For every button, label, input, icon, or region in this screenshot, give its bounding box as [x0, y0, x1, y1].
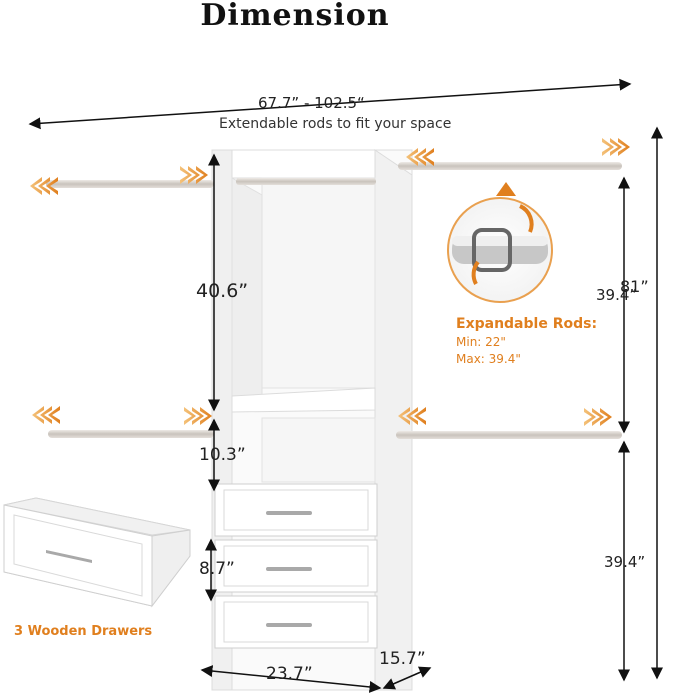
expandable-rods-title: Expandable Rods: — [456, 316, 598, 332]
depth-label: 15.7” — [379, 649, 426, 669]
rod-upper-left — [46, 180, 214, 188]
drawer-3 — [214, 595, 378, 649]
width-label: 23.7” — [266, 664, 313, 684]
drawer-height-label: 8.7” — [199, 559, 235, 579]
page-title: Dimension — [200, 0, 390, 33]
rotate-icon — [519, 204, 534, 233]
drawer-1 — [214, 483, 378, 537]
rod-lower-left — [48, 430, 214, 438]
upper-rod-height-label: 39.4” — [596, 286, 638, 304]
total-height-label: 81” — [620, 277, 649, 296]
rod-detail-circle — [447, 182, 553, 303]
rod-lower-right — [396, 431, 622, 439]
overall-subtitle: Extendable rods to fit your space — [219, 116, 452, 132]
lower-rod-height-label: 39.4” — [604, 553, 646, 571]
width-arrow — [200, 665, 382, 693]
loose-drawer — [3, 497, 191, 608]
drawer-2 — [214, 539, 378, 593]
drawer-handle — [266, 511, 312, 515]
upper-section-label: 40.6” — [196, 280, 249, 302]
drawers-label: 3 Wooden Drawers — [14, 624, 153, 639]
overall-width-arrow — [28, 78, 632, 130]
depth-arrow — [382, 666, 432, 690]
expand-arrow-icon — [30, 138, 630, 426]
closet-tower — [211, 149, 413, 691]
rod-upper-right — [398, 162, 622, 170]
expandable-rods-max: Max: 39.4" — [456, 352, 521, 366]
overall-width-label: 67.7” - 102.5“ — [258, 94, 365, 112]
middle-gap-label: 10.3” — [199, 445, 246, 465]
expandable-rods-min: Min: 22" — [456, 335, 506, 349]
